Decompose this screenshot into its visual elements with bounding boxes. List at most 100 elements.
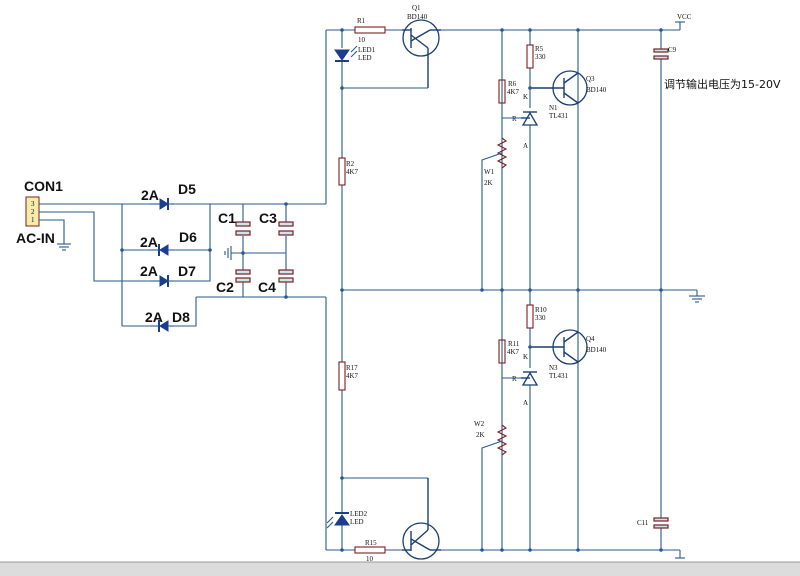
d5-label: D5 — [178, 181, 196, 197]
c4-label: C4 — [258, 279, 276, 295]
r10-label: R10 — [535, 306, 547, 314]
q4-part: BD140 — [586, 346, 607, 354]
w2-value: 2K — [476, 431, 485, 439]
led2-label: LED2 — [350, 510, 368, 518]
wire — [174, 250, 211, 282]
con1-label: CON1 — [24, 178, 63, 194]
pin-label: 3 — [31, 200, 35, 208]
wire — [39, 211, 122, 282]
c9-label: C9 — [668, 46, 677, 54]
r6-label: R6 — [508, 80, 517, 88]
wire — [39, 219, 65, 244]
potentiometer-w1 — [481, 137, 508, 290]
r17-label: R17 — [346, 364, 358, 372]
d6-label: D6 — [179, 229, 197, 245]
d7-label: D7 — [178, 263, 196, 279]
ground-symbol — [224, 246, 232, 260]
r11-value: 4K7 — [507, 348, 520, 356]
r15-value: 10 — [366, 555, 374, 563]
d8-rating: 2A — [145, 309, 163, 325]
capacitor-c11 — [653, 517, 669, 529]
capacitor-c2 — [235, 269, 251, 283]
pin-r-label: R — [512, 115, 517, 123]
d8-label: D8 — [172, 309, 190, 325]
resistor-r6 — [498, 79, 506, 104]
wire — [174, 297, 197, 327]
w2-label: W2 — [474, 420, 485, 428]
q1-label: Q1 — [412, 4, 421, 12]
w1-value: 2K — [484, 179, 493, 187]
capacitor-c4 — [278, 269, 294, 283]
ground-symbol — [57, 243, 71, 251]
pin-label: 1 — [31, 216, 35, 224]
n1-label: N1 — [549, 104, 558, 112]
transistor-q1 — [402, 19, 441, 88]
scroll-area[interactable] — [0, 562, 800, 576]
q3-part: BD140 — [586, 86, 607, 94]
r11-label: R11 — [508, 340, 520, 348]
c1-label: C1 — [218, 210, 236, 226]
d7-rating: 2A — [140, 263, 158, 279]
r5-value: 330 — [535, 53, 546, 61]
diode-d6 — [150, 244, 174, 256]
r10-value: 330 — [535, 314, 546, 322]
resistor-r17 — [338, 361, 346, 391]
pin-k-label: K — [523, 93, 528, 101]
pin-k-label: K — [523, 353, 528, 361]
diode-d7 — [150, 275, 174, 287]
r17-value: 4K7 — [346, 372, 359, 380]
led1-type: LED — [358, 54, 372, 62]
q3-label: Q3 — [586, 75, 595, 83]
resistor-r11 — [498, 339, 506, 364]
pin-r-label: R — [512, 375, 517, 383]
led1-label: LED1 — [358, 46, 376, 54]
n3-label: N3 — [549, 364, 558, 372]
pin-a-label: A — [523, 399, 528, 407]
c3-label: C3 — [259, 210, 277, 226]
w1-label: W1 — [484, 168, 495, 176]
shunt-regulator-n3 — [521, 371, 539, 550]
resistor-r5 — [526, 44, 534, 69]
led-led2 — [326, 512, 350, 529]
capacitor-c1 — [235, 221, 251, 236]
d6-rating: 2A — [140, 234, 158, 250]
resistor-r15 — [354, 546, 386, 554]
shunt-regulator-n1 — [521, 111, 539, 290]
q1-part: BD140 — [407, 13, 428, 21]
diode-d5 — [150, 198, 174, 210]
r2-value: 4K7 — [346, 168, 359, 176]
transistor-q3 — [530, 70, 588, 106]
r5-label: R5 — [535, 45, 544, 53]
r1-value: 10 — [358, 36, 366, 44]
vcc-symbol — [675, 21, 685, 30]
wire — [174, 203, 211, 251]
n3-part: TL431 — [549, 372, 569, 380]
potentiometer-w2 — [481, 424, 508, 550]
pin-label: 2 — [31, 208, 35, 216]
resistor-r10 — [526, 304, 534, 329]
led2-type: LED — [350, 518, 364, 526]
led-led1 — [334, 45, 358, 62]
c11-label: C11 — [637, 519, 649, 527]
capacitor-c9 — [653, 48, 669, 60]
c2-label: C2 — [216, 279, 234, 295]
n1-part: TL431 — [549, 112, 569, 120]
r6-value: 4K7 — [507, 88, 520, 96]
output-voltage-note: 调节输出电压为15-20V — [664, 77, 781, 91]
r15-label: R15 — [365, 539, 377, 547]
r2-label: R2 — [346, 160, 355, 168]
q4-label: Q4 — [586, 335, 595, 343]
diode-d8 — [150, 320, 174, 332]
transistor-q4 — [530, 329, 588, 365]
d5-rating: 2A — [141, 187, 159, 203]
pin-a-label: A — [523, 142, 528, 150]
ac-in-label: AC-IN — [16, 230, 55, 246]
capacitor-c3 — [278, 221, 294, 236]
transistor-q2 — [402, 478, 441, 560]
connector-con1: 3 2 1 — [25, 196, 40, 227]
junction-dots — [120, 28, 663, 552]
r1-label: R1 — [357, 17, 366, 25]
vcc-label: VCC — [677, 13, 692, 21]
